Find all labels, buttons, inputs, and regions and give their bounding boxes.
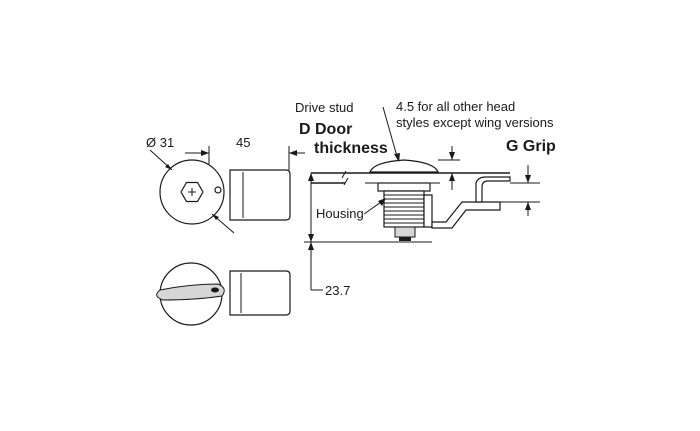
door-break-mark xyxy=(341,170,349,186)
door-label-2: thickness xyxy=(314,140,388,157)
length-label: 45 xyxy=(236,135,250,150)
handle-view xyxy=(156,262,291,326)
lock-nut xyxy=(377,182,431,192)
thread-lines xyxy=(384,194,424,224)
diameter-label: Ø 31 xyxy=(146,135,174,150)
end-stud xyxy=(394,226,416,238)
door-arrow-top xyxy=(308,173,314,181)
end-nut xyxy=(399,237,411,241)
drive-stud-arrow xyxy=(394,153,400,162)
housing-arm xyxy=(423,194,433,228)
housing-thread xyxy=(383,190,425,228)
lock-head xyxy=(369,159,439,173)
front-view: Ø 31 45 xyxy=(146,135,305,234)
front-body xyxy=(229,169,291,221)
diameter-arrow-bottom xyxy=(212,214,219,220)
note-arrow-top xyxy=(449,152,455,160)
depth-arrow xyxy=(308,242,314,250)
length-arrow-left xyxy=(201,150,209,156)
wing-handle xyxy=(156,283,225,301)
note-line-1: 4.5 for all other head xyxy=(396,99,515,114)
side-view xyxy=(304,106,540,291)
handle-body xyxy=(229,270,291,316)
note-arrow-bottom xyxy=(449,173,455,181)
door-arrow-bottom xyxy=(308,234,314,242)
grip-arrow-top xyxy=(525,175,531,183)
diameter-arrow-top xyxy=(165,164,172,170)
cam-hook xyxy=(475,176,511,203)
grip-arrow-bottom xyxy=(525,202,531,210)
wing-handle-hole xyxy=(211,287,219,293)
drive-stud-label: Drive stud xyxy=(295,100,354,115)
housing-arrow xyxy=(378,198,386,206)
pin-circle xyxy=(214,186,222,194)
depth-label: 23.7 xyxy=(325,283,350,298)
housing-label: Housing xyxy=(316,206,364,221)
note-line-2: styles except wing versions xyxy=(396,115,554,130)
length-arrow-right xyxy=(289,150,297,156)
drive-stud-leader xyxy=(382,106,399,161)
cam-arm xyxy=(431,201,501,229)
door-label-1: D Door xyxy=(299,121,352,138)
grip-label: G Grip xyxy=(506,138,556,155)
